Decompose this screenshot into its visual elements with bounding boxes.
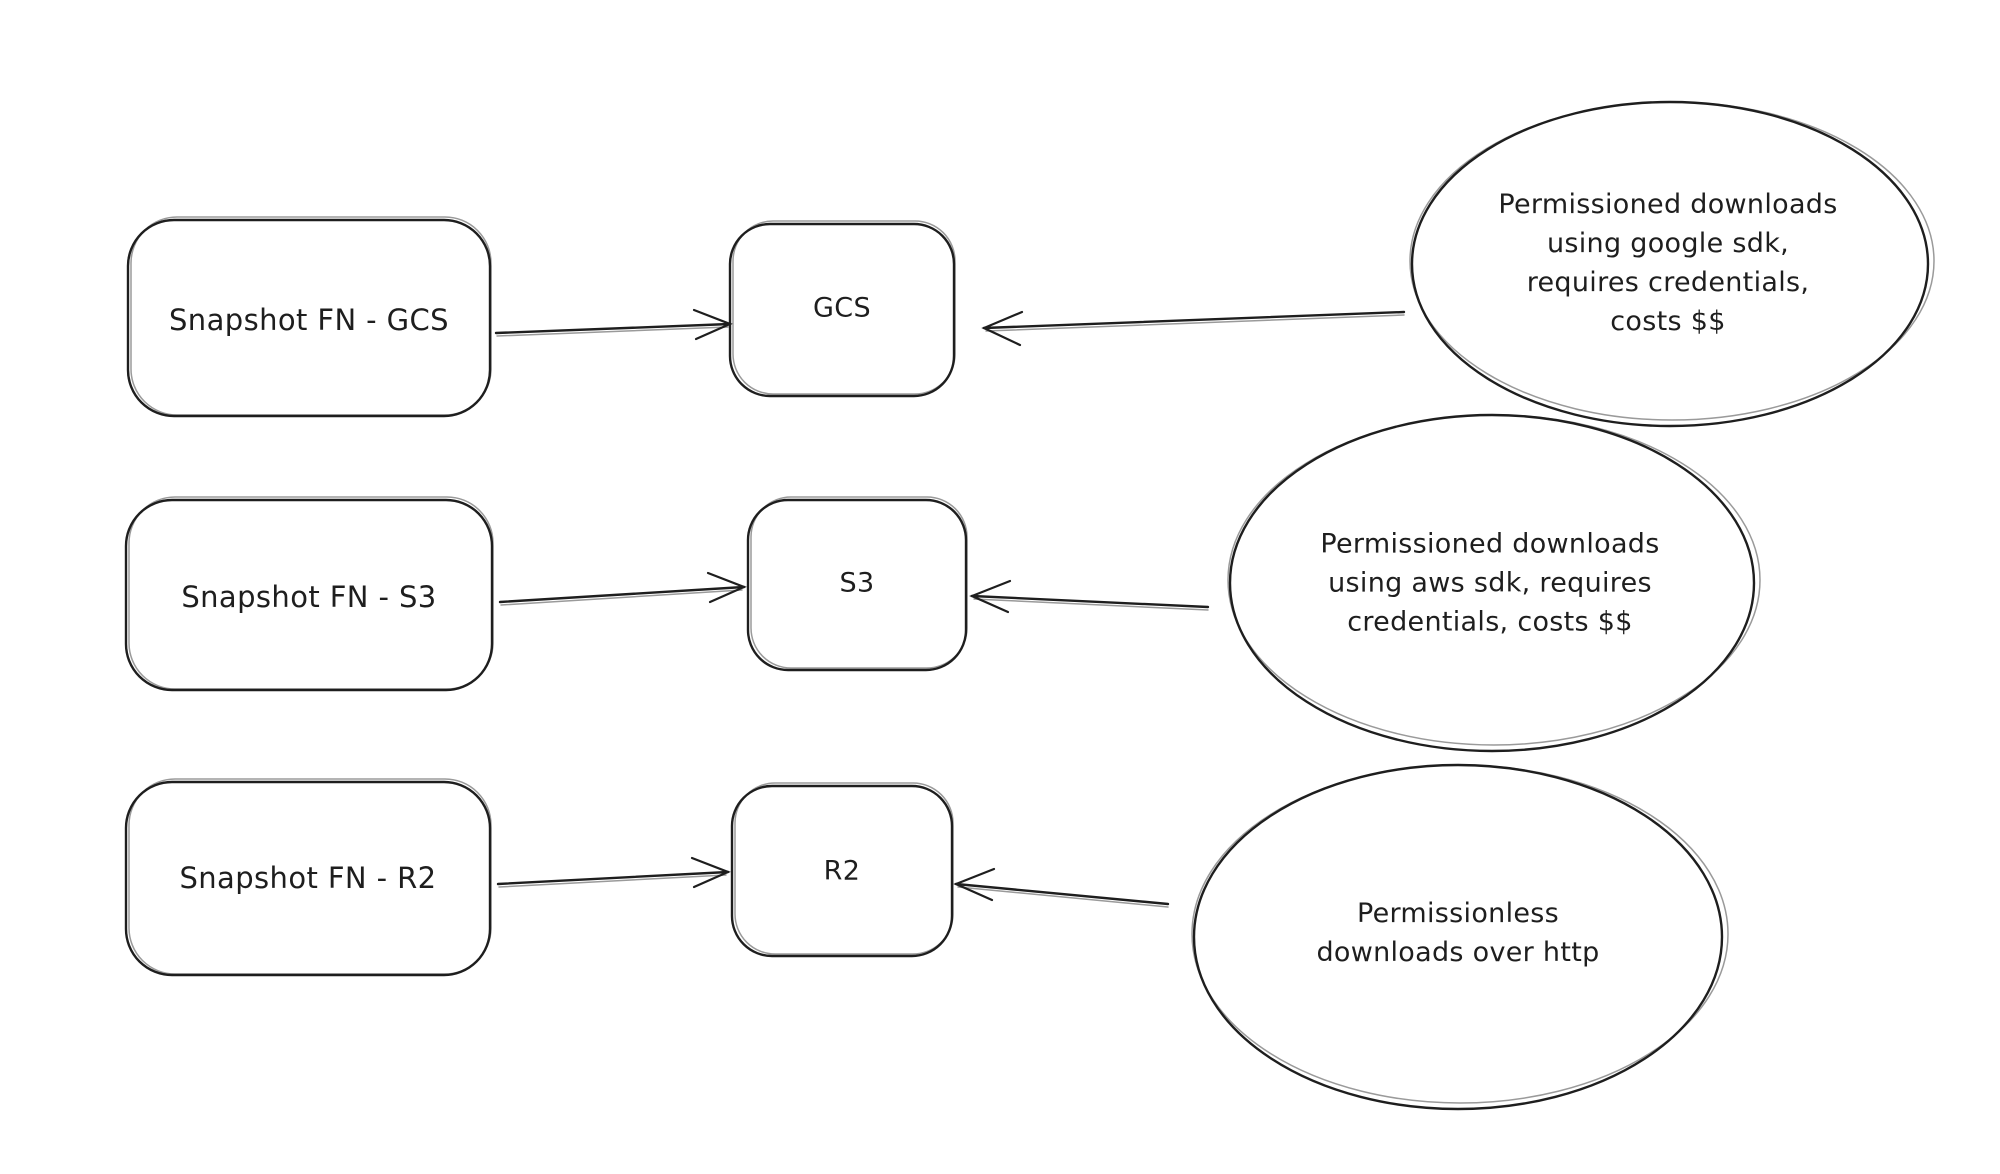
note-r2-text: Permissionless downloads over http (1316, 894, 1599, 972)
box-snapshot-fn-gcs-label: Snapshot FN - GCS (169, 303, 449, 337)
note-gcs-line-4: costs $$ (1610, 306, 1726, 337)
arrow-snapshot-r2-to-r2 (496, 856, 731, 889)
box-snapshot-fn-s3-shape (124, 496, 494, 692)
box-snapshot-fn-gcs-shape (126, 216, 492, 418)
box-r2-label: R2 (823, 855, 861, 887)
note-gcs-line-2: using google sdk, (1546, 228, 1790, 259)
note-gcs-line-1: Permissioned downloads (1498, 189, 1838, 220)
box-gcs-shape (728, 220, 956, 398)
note-gcs-text: Permissioned downloads using google sdk,… (1498, 185, 1837, 341)
arrow-note-r2-to-r2 (953, 867, 1170, 908)
arrow-snapshot-gcs-to-gcs (494, 308, 733, 341)
note-s3-line-1: Permissioned downloads (1320, 528, 1660, 560)
arrow-snapshot-s3-to-s3 (498, 571, 747, 606)
box-gcs-label: GCS (812, 292, 872, 324)
note-s3-line-3: credentials, costs $$ (1347, 606, 1633, 638)
arrow-note-s3-to-s3 (969, 579, 1210, 614)
box-s3-shape (746, 496, 968, 672)
box-snapshot-fn-r2-label: Snapshot FN - R2 (179, 861, 437, 895)
box-r2-shape (730, 782, 954, 958)
note-ellipse-s3-shape (1227, 413, 1761, 753)
note-ellipse-gcs-shape (1409, 100, 1935, 428)
note-s3-text: Permissioned downloads using aws sdk, re… (1320, 525, 1659, 642)
note-ellipse-r2-shape (1191, 763, 1729, 1111)
arrow-note-gcs-to-gcs (981, 310, 1406, 347)
box-s3-label: S3 (839, 567, 875, 599)
box-snapshot-fn-r2-shape (124, 778, 492, 977)
note-gcs-line-3: requires credentials, (1526, 267, 1810, 298)
box-snapshot-fn-s3-label: Snapshot FN - S3 (181, 580, 437, 614)
note-r2-line-1: Permissionless (1356, 898, 1560, 929)
note-r2-line-2: downloads over http (1316, 937, 1600, 968)
note-s3-line-2: using aws sdk, requires (1328, 567, 1652, 599)
